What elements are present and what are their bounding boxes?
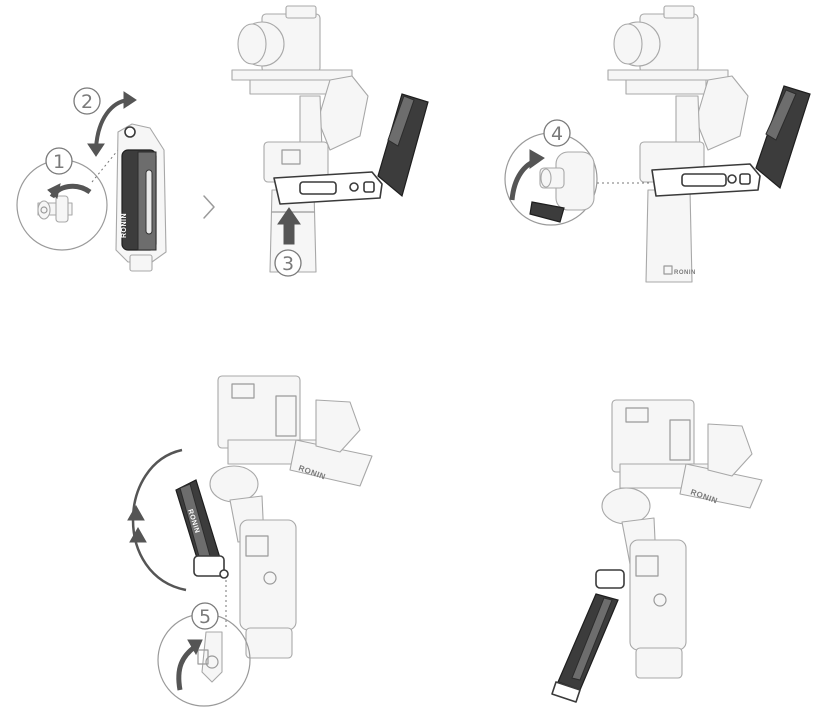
detail-screw-1 xyxy=(38,196,72,222)
folded-grip: RONIN xyxy=(116,124,166,271)
step-number-1: 1 xyxy=(53,151,65,173)
panel-final: RONIN xyxy=(552,400,762,702)
flip-arrow-head-bottom xyxy=(88,144,104,156)
chevron-right-icon xyxy=(204,196,214,218)
grip-final xyxy=(552,570,624,702)
panel-step-1-2: 1 2 RONIN xyxy=(17,88,166,271)
handle-brand-4: RONIN xyxy=(674,270,696,276)
step-number-5: 5 xyxy=(199,606,211,628)
gimbal-handle-5 xyxy=(240,520,296,658)
rotate-arrow-5 xyxy=(179,646,196,690)
step-number-4: 4 xyxy=(551,123,563,145)
grip-brand-1: RONIN xyxy=(121,213,128,238)
rotation-arrow-up-1 xyxy=(128,506,144,520)
panel-step-5: RONIN RONIN xyxy=(128,376,372,706)
curved-arrow-icon xyxy=(530,150,544,168)
detail-knob-4 xyxy=(530,152,594,222)
step-number-3: 3 xyxy=(282,253,294,275)
gimbal-handle-final xyxy=(630,540,686,678)
flip-arrow-head-top xyxy=(124,92,136,108)
rotate-arrow-4 xyxy=(512,160,538,200)
panel-step-3: 3 xyxy=(232,6,428,276)
push-arrow-shaft xyxy=(284,222,294,244)
step-number-2: 2 xyxy=(81,91,93,113)
panel-step-4: 4 RONIN xyxy=(505,6,810,282)
gimbal-handle-4: RONIN xyxy=(646,190,696,282)
